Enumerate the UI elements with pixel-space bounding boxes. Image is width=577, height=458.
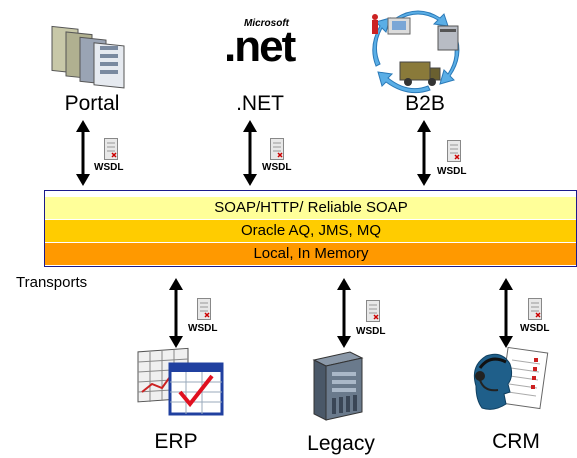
bus-layer-local-memory: Local, In Memory xyxy=(45,243,577,265)
net-logo-text: .net xyxy=(224,22,296,71)
wsdl-label: WSDL xyxy=(262,162,292,173)
microsoft-logo-text: Microsoft xyxy=(244,18,289,29)
double-arrow-portal xyxy=(76,120,90,186)
legacy-label: Legacy xyxy=(307,432,375,455)
portal-label: Portal xyxy=(64,92,120,115)
double-arrow-dotnet xyxy=(243,120,257,186)
wsdl-label: WSDL xyxy=(437,166,467,177)
erp-chart-checkmark-icon xyxy=(137,347,224,416)
wsdl-document-icon xyxy=(528,298,542,320)
double-arrow-erp xyxy=(169,278,183,348)
bus-frame xyxy=(44,190,577,267)
double-arrow-crm xyxy=(499,278,513,348)
crm-headset-form-icon xyxy=(473,346,549,410)
double-arrow-b2b xyxy=(417,120,431,186)
crm-label: CRM xyxy=(492,430,540,453)
wsdl-document-icon xyxy=(366,300,380,322)
microsoft-net-logo: Microsoft .net xyxy=(220,14,310,84)
bus-layer-aq-jms-mq: Oracle AQ, JMS, MQ xyxy=(45,220,577,242)
legacy-server-icon xyxy=(312,351,364,421)
erp-label: ERP xyxy=(154,430,198,453)
wsdl-label: WSDL xyxy=(356,326,386,337)
wsdl-label: WSDL xyxy=(188,323,218,334)
double-arrow-legacy xyxy=(337,278,351,348)
wsdl-label: WSDL xyxy=(520,323,550,334)
dotnet-label: .NET xyxy=(236,92,284,115)
bus-layer-soap: SOAP/HTTP/ Reliable SOAP xyxy=(45,197,577,219)
b2b-cycle-icon xyxy=(372,10,460,94)
wsdl-document-icon xyxy=(104,138,118,160)
b2b-label: B2B xyxy=(405,92,445,115)
portal-screens-icon xyxy=(51,25,125,89)
wsdl-document-icon xyxy=(447,140,461,162)
wsdl-label: WSDL xyxy=(94,162,124,173)
wsdl-document-icon xyxy=(270,138,284,160)
transports-label: Transports xyxy=(16,274,88,291)
wsdl-document-icon xyxy=(197,298,211,320)
